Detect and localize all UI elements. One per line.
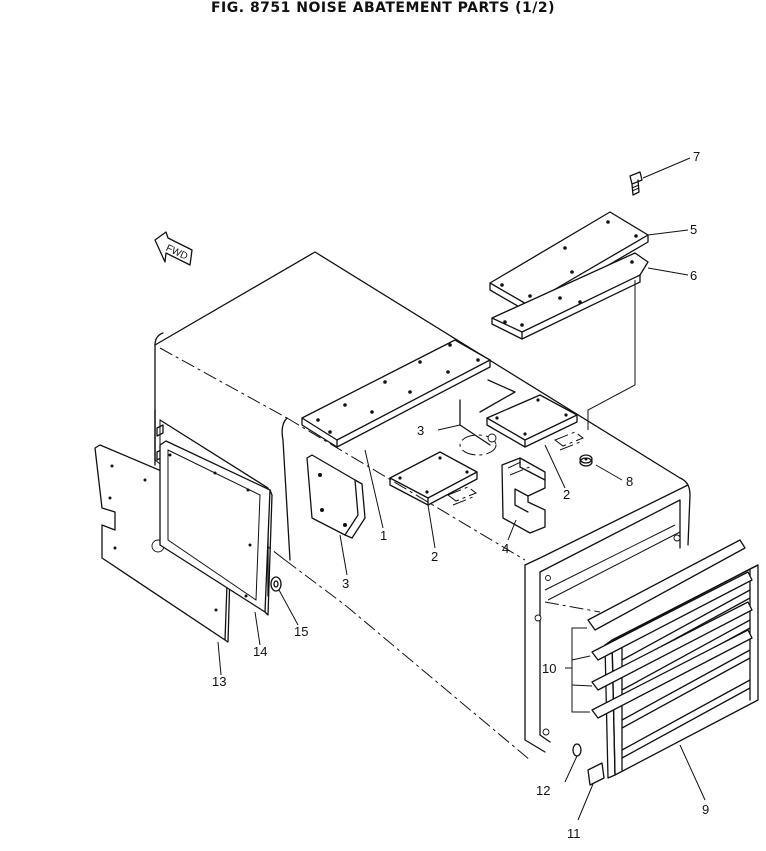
- part-6-plate: [491, 252, 649, 430]
- fwd-arrow-icon: FWD: [154, 231, 193, 266]
- part-15-washer-icon: [270, 576, 282, 592]
- part-10-louvre-blades: [587, 539, 753, 719]
- part-11-strip: [587, 762, 605, 786]
- callout-8: 8: [626, 474, 633, 489]
- part-4-u-bracket: [501, 457, 546, 534]
- callout-7: 7: [693, 149, 700, 164]
- figure-title: FIG. 8751 NOISE ABATEMENT PARTS (1/2): [210, 0, 555, 16]
- callout-5: 5: [690, 222, 697, 237]
- callout-14: 14: [253, 644, 267, 659]
- part-2-pad-lower: [389, 451, 478, 506]
- part-14-side-frame: [159, 440, 273, 616]
- callout-12: 12: [536, 783, 550, 798]
- part-1-plate: [301, 339, 491, 448]
- part-12-washer-icon: [572, 743, 582, 757]
- callout-2b: 2: [431, 549, 438, 564]
- callout-6: 6: [690, 268, 697, 283]
- callout-numbers: 7 5 6 8 3 1 2 2 4 3 15 14 13 10 9 12 11: [212, 149, 709, 841]
- part-2-lower-studs: [446, 486, 478, 506]
- callout-3b: 3: [342, 576, 349, 591]
- part-7-bolt-icon: [629, 171, 643, 196]
- callout-15: 15: [294, 624, 308, 639]
- leader-lines: [217, 157, 706, 821]
- part-2-upper-studs: [553, 431, 585, 451]
- callout-13: 13: [212, 674, 226, 689]
- hood-housing: [154, 251, 691, 761]
- part-8-nut-icon: [579, 454, 593, 467]
- callout-10: 10: [542, 661, 556, 676]
- part-5-plate: [489, 211, 649, 313]
- callout-4: 4: [502, 541, 509, 556]
- fwd-label: FWD: [164, 243, 189, 263]
- callout-1: 1: [380, 528, 387, 543]
- callout-11: 11: [567, 826, 581, 841]
- part-2-pad-upper: [486, 394, 578, 448]
- callout-9: 9: [702, 802, 709, 817]
- callout-2a: 2: [563, 487, 570, 502]
- part-3-bracket: [306, 454, 366, 539]
- callout-3a: 3: [417, 423, 424, 438]
